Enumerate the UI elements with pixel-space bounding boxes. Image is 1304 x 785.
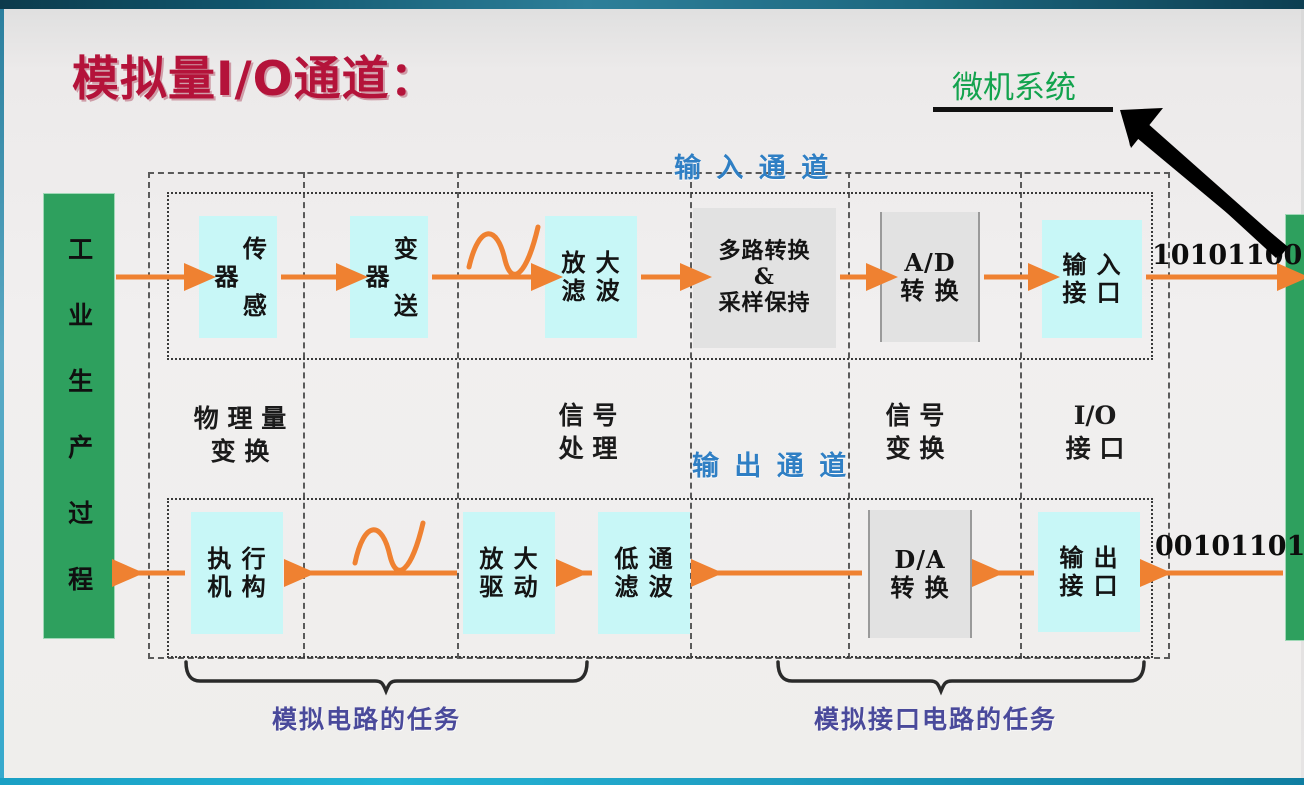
label-physical-conversion: 物 理 量 变 换 bbox=[193, 404, 287, 466]
section-divider-signal bbox=[457, 172, 459, 659]
node-multiplexer-sample-hold: 多路转换 & 采样保持 bbox=[693, 208, 836, 348]
microcomputer-system-underline bbox=[933, 107, 1113, 112]
label-analog-interface-task: 模拟接口电路的任务 bbox=[814, 705, 1058, 734]
node-lowpass-filter: 低 通 滤 波 bbox=[598, 512, 690, 634]
page-title: 模拟量I/O通道： bbox=[72, 52, 438, 107]
industrial-process-bar: 工 业 生 产 过 程 bbox=[43, 193, 115, 639]
section-divider-port bbox=[1020, 172, 1022, 659]
node-input-port: 输 入 接 口 bbox=[1042, 220, 1142, 338]
label-input-channel: 输 入 通 道 bbox=[674, 153, 832, 184]
section-divider-conversion bbox=[690, 172, 692, 659]
slide-frame-left-border bbox=[0, 9, 4, 778]
microcomputer-system-label: 微机系统 bbox=[952, 70, 1076, 106]
section-divider-io bbox=[848, 172, 850, 659]
node-sensor-label: 传 感 器 bbox=[210, 235, 268, 319]
node-dac: D/A 转 换 bbox=[868, 510, 972, 638]
label-output-binary: 00101101 bbox=[1155, 531, 1304, 562]
slide-frame-top-border bbox=[0, 0, 1304, 9]
slide-frame-bottom-border bbox=[0, 778, 1304, 785]
node-output-port: 输 出 接 口 bbox=[1038, 512, 1140, 632]
node-transmitter: 变 送 器 bbox=[350, 216, 428, 338]
node-sensor: 传 感 器 bbox=[199, 216, 277, 338]
label-input-binary: 10101100 bbox=[1152, 240, 1303, 271]
label-output-channel: 输 出 通 道 bbox=[692, 451, 850, 482]
label-io-interface: I/O 接 口 bbox=[1065, 401, 1125, 463]
industrial-process-label: 工 业 生 产 过 程 bbox=[64, 235, 94, 597]
microcomputer-system-bar bbox=[1285, 214, 1304, 641]
node-amplifier-filter: 放 大 滤 波 bbox=[545, 216, 637, 338]
diagram-outer-dashed-box bbox=[148, 172, 1170, 659]
label-signal-processing: 信 号 处 理 bbox=[558, 401, 618, 463]
node-adc: A/D 转 换 bbox=[880, 212, 980, 342]
analog-circuit-brace bbox=[184, 660, 589, 696]
analog-interface-brace bbox=[776, 660, 1146, 696]
node-amplifier-driver: 放 大 驱 动 bbox=[463, 512, 555, 634]
label-signal-conversion: 信 号 变 换 bbox=[885, 401, 945, 463]
node-transmitter-label: 变 送 器 bbox=[361, 235, 419, 319]
input-channel-dotted-box bbox=[167, 192, 1153, 360]
label-analog-circuit-task: 模拟电路的任务 bbox=[272, 705, 462, 734]
section-divider-physical bbox=[303, 172, 305, 659]
node-actuator: 执 行 机 构 bbox=[191, 512, 283, 634]
